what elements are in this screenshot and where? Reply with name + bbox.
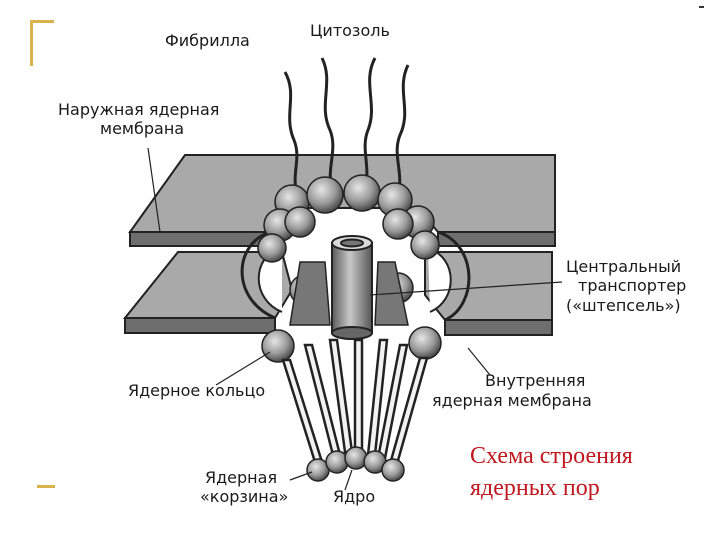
- nuclear-basket-filaments: [283, 340, 427, 464]
- label-central-transporter-line1: Центральный: [566, 258, 681, 276]
- label-inner-membrane-line2: ядерная мембрана: [432, 392, 592, 410]
- caption-line1: Схема строения: [470, 440, 633, 472]
- label-central-transporter-line3: («штепсель»): [566, 297, 681, 315]
- label-fibrilla: Фибрилла: [165, 32, 250, 50]
- label-outer-membrane-line1: Наружная ядерная: [58, 101, 219, 119]
- diagram-caption: Схема строения ядерных пор: [470, 440, 633, 504]
- nuclear-basket-distal-ring: [307, 447, 404, 481]
- central-transporter: [332, 236, 372, 339]
- label-nuclear-ring: Ядерное кольцо: [128, 382, 265, 400]
- label-cytosol: Цитозоль: [310, 22, 390, 40]
- label-nuclear-basket-line2: «корзина»: [200, 488, 288, 506]
- label-nucleus: Ядро: [333, 488, 375, 506]
- label-central-transporter-line2: транспортер: [578, 277, 686, 295]
- caption-line2: ядерных пор: [470, 472, 633, 504]
- label-inner-membrane-line1: Внутренняя: [485, 372, 585, 390]
- label-nuclear-basket-line1: Ядерная: [205, 469, 277, 487]
- label-outer-membrane-line2: мембрана: [100, 120, 184, 138]
